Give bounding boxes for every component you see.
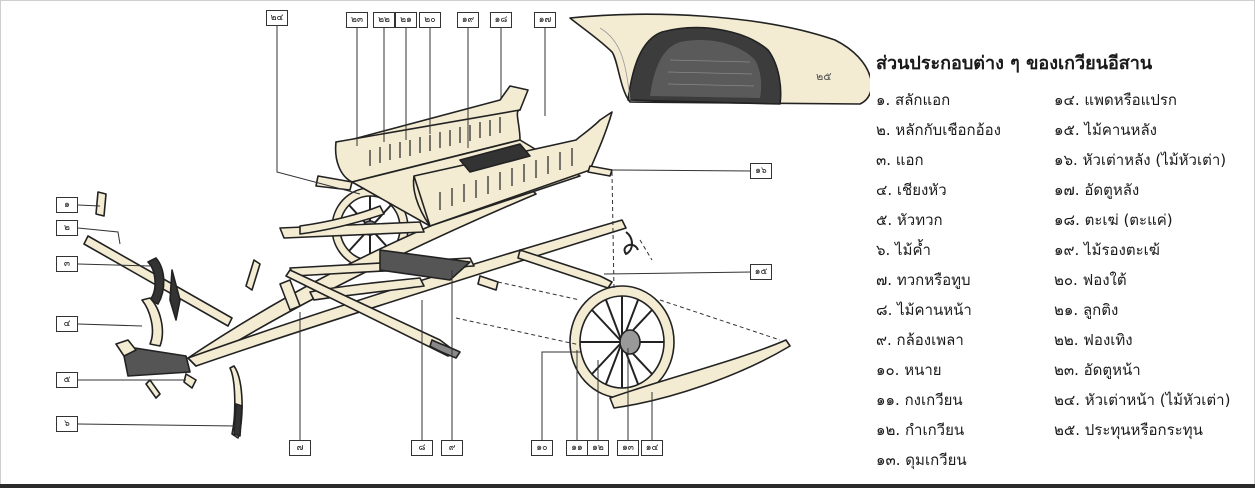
callout-20: ๒๐ (419, 12, 441, 28)
legend-item: ๒๓. อัดตูหน้า (1054, 361, 1141, 379)
callout-14: ๑๔ (641, 440, 663, 456)
legend-item: ๑๒. กำเกวียน (876, 421, 965, 439)
callout-5: ๕ (56, 372, 78, 388)
callout-23: ๒๓ (346, 12, 368, 28)
callout-21: ๒๑ (395, 12, 417, 28)
cart-body (299, 85, 613, 235)
legend-item: ๕. หัวทวก (876, 211, 943, 229)
oxcart-exploded-diagram: ๒๕ (77, 13, 870, 440)
callout-3: ๓ (56, 256, 78, 272)
callout-18: ๑๘ (490, 12, 512, 28)
legend-item: ๒๑. ลูกติง (1054, 301, 1119, 319)
legend-item: ๑๕. ไม้คานหลัง (1054, 121, 1157, 139)
callout-10: ๑๐ (531, 440, 553, 456)
legend-item: ๓. แอก (876, 151, 924, 169)
parts-legend: ส่วนประกอบต่าง ๆ ของเกวียนอีสาน ๑. สลักแ… (876, 48, 1246, 475)
front-wheel (569, 231, 791, 409)
legend-column-left: ๑. สลักแอก ๒. หลักกับเชือกอ้อง ๓. แอก ๔.… (876, 85, 1054, 475)
callout-1: ๑ (56, 197, 78, 213)
legend-item: ๑๗. อัดตูหลัง (1054, 181, 1140, 199)
callout-19: ๑๙ (457, 12, 479, 28)
legend-item: ๑๑. กงเกวียน (876, 391, 963, 409)
legend-title: ส่วนประกอบต่าง ๆ ของเกวียนอีสาน (876, 53, 1153, 74)
shaft (187, 185, 627, 367)
legend-item: ๘. ไม้คานหน้า (876, 301, 972, 319)
legend-item: ๒๐. ฟองใต้ (1054, 271, 1127, 289)
callout-2: ๒ (56, 220, 78, 236)
callout-24: ๒๔ (266, 10, 288, 26)
legend-column-right: ๑๔. แพดหรือแปรก ๑๕. ไม้คานหลัง ๑๖. หัวเต… (1054, 85, 1230, 475)
callout-7: ๗ (289, 440, 311, 456)
legend-item: ๑๙. ไม้รองตะเฆ้ (1054, 241, 1160, 259)
callout-15: ๑๕ (750, 264, 772, 280)
callout-16: ๑๖ (750, 163, 772, 179)
explode-lines (455, 171, 781, 346)
legend-item: ๑๖. หัวเต่าหลัง (ไม้หัวเต่า) (1054, 151, 1227, 169)
legend-item: ๔. เชียงหัว (876, 181, 947, 199)
legend-item: ๒๒. ฟองเทิง (1054, 331, 1133, 349)
legend-item: ๑. สลักแอก (876, 91, 951, 109)
legend-item: ๒๕. ประทุนหรือกระทุน (1054, 421, 1203, 439)
canopy-label: ๒๕ (816, 70, 832, 83)
legend-item: ๑๔. แพดหรือแปรก (1054, 91, 1177, 109)
legend-item: ๑๘. ตะเฆ่ (ตะแค่) (1054, 211, 1173, 229)
legend-item: ๑๓. ดุมเกวียน (876, 451, 967, 469)
legend-item: ๖. ไม้ค้ำ (876, 241, 931, 259)
canopy: ๒๕ (569, 13, 870, 105)
callout-8: ๘ (411, 440, 433, 456)
yoke-assembly (83, 191, 301, 439)
callout-4: ๔ (56, 316, 78, 332)
bottom-border (0, 484, 1255, 488)
legend-item: ๑๐. หนาย (876, 361, 942, 379)
callout-6: ๖ (56, 416, 78, 432)
callout-11: ๑๑ (566, 440, 588, 456)
legend-item: ๒. หลักกับเชือกอ้อง (876, 121, 1001, 139)
callout-13: ๑๓ (617, 440, 639, 456)
leader-lines (77, 24, 753, 440)
callout-22: ๒๒ (373, 12, 395, 28)
callout-9: ๙ (441, 440, 463, 456)
legend-item: ๗. ทวกหรือทูบ (876, 271, 971, 289)
legend-item: ๒๔. หัวเต่าหน้า (ไม้หัวเต่า) (1054, 391, 1231, 409)
callout-12: ๑๒ (587, 440, 609, 456)
legend-item: ๙. กล้องเพลา (876, 331, 964, 349)
callout-17: ๑๗ (534, 12, 556, 28)
chassis (279, 221, 613, 359)
